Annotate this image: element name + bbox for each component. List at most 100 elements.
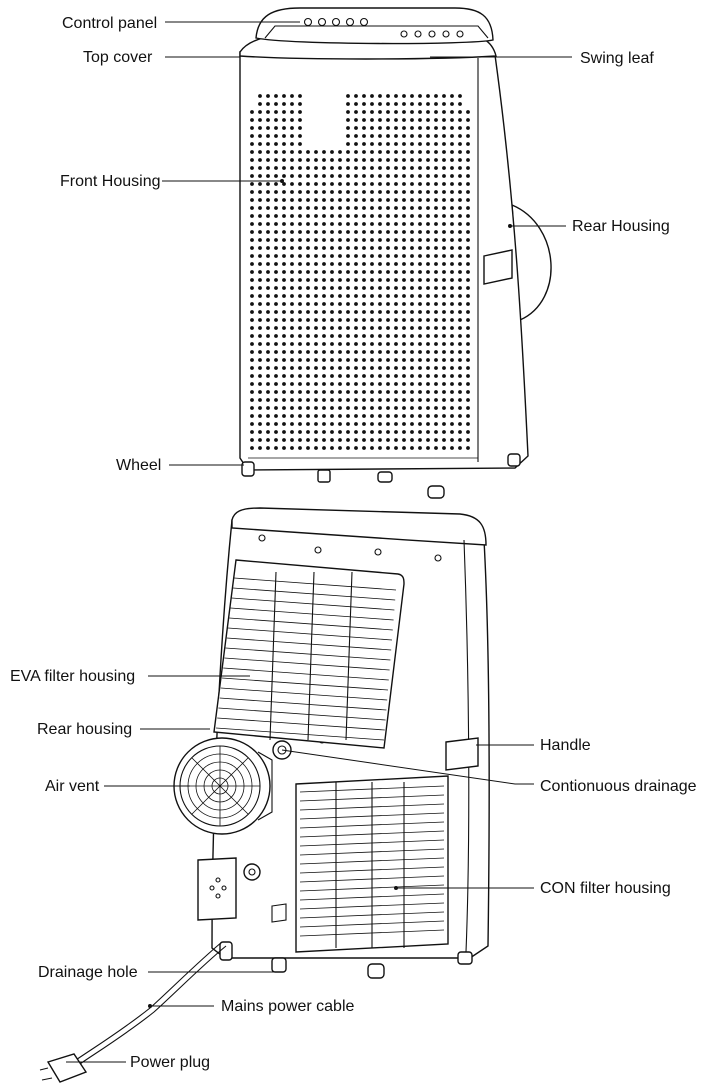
- grille-hole: [306, 190, 310, 194]
- grille-hole: [394, 182, 398, 186]
- rear-handle-slot: [445, 737, 479, 771]
- grille-hole: [338, 222, 342, 226]
- grille-hole: [410, 398, 414, 402]
- grille-hole: [458, 382, 462, 386]
- grille-hole: [354, 246, 358, 250]
- grille-hole: [370, 158, 374, 162]
- grille-hole: [266, 438, 270, 442]
- grille-hole: [338, 238, 342, 242]
- grille-hole: [274, 366, 278, 370]
- grille-hole: [450, 342, 454, 346]
- grille-hole: [410, 206, 414, 210]
- grille-hole: [370, 182, 374, 186]
- grille-hole: [362, 174, 366, 178]
- grille-hole: [458, 238, 462, 242]
- grille-hole: [442, 358, 446, 362]
- grille-hole: [290, 366, 294, 370]
- grille-hole: [442, 230, 446, 234]
- grille-hole: [370, 134, 374, 138]
- grille-hole: [290, 334, 294, 338]
- grille-hole: [450, 398, 454, 402]
- grille-hole: [394, 158, 398, 162]
- grille-hole: [386, 214, 390, 218]
- grille-hole: [330, 174, 334, 178]
- grille-hole: [258, 302, 262, 306]
- grille-hole: [330, 358, 334, 362]
- label-top-cover: Top cover: [83, 49, 153, 66]
- grille-hole: [306, 214, 310, 218]
- grille-hole: [346, 126, 350, 130]
- grille-hole: [290, 342, 294, 346]
- grille-hole: [354, 398, 358, 402]
- grille-hole: [274, 358, 278, 362]
- grille-hole: [346, 238, 350, 242]
- grille-hole: [290, 382, 294, 386]
- grille-hole: [386, 150, 390, 154]
- grille-hole: [330, 214, 334, 218]
- grille-hole: [466, 222, 470, 226]
- grille-hole: [258, 318, 262, 322]
- grille-hole: [426, 374, 430, 378]
- grille-hole: [442, 238, 446, 242]
- eva-filter-slat: [223, 667, 389, 681]
- grille-hole: [362, 254, 366, 258]
- grille-hole: [386, 246, 390, 250]
- grille-hole: [330, 366, 334, 370]
- grille-hole: [394, 406, 398, 410]
- grille-hole: [410, 438, 414, 442]
- grille-hole: [370, 166, 374, 170]
- grille-hole: [250, 390, 254, 394]
- grille-hole: [426, 110, 430, 114]
- grille-hole: [314, 278, 318, 282]
- grille-hole: [442, 190, 446, 194]
- grille-hole: [426, 166, 430, 170]
- grille-hole: [402, 302, 406, 306]
- grille-hole: [346, 262, 350, 266]
- grille-hole: [466, 398, 470, 402]
- grille-hole: [250, 342, 254, 346]
- grille-hole: [346, 278, 350, 282]
- grille-hole: [458, 302, 462, 306]
- grille-hole: [290, 398, 294, 402]
- grille-hole: [258, 214, 262, 218]
- grille-hole: [442, 302, 446, 306]
- grille-hole: [290, 390, 294, 394]
- grille-hole: [290, 174, 294, 178]
- grille-hole: [434, 382, 438, 386]
- grille-hole: [250, 198, 254, 202]
- grille-hole: [354, 374, 358, 378]
- grille-hole: [306, 182, 310, 186]
- grille-hole: [362, 342, 366, 346]
- grille-hole: [266, 214, 270, 218]
- grille-hole: [354, 438, 358, 442]
- grille-hole: [370, 310, 374, 314]
- grille-hole: [378, 94, 382, 98]
- grille-hole: [434, 206, 438, 210]
- grille-hole: [426, 94, 430, 98]
- grille-hole: [394, 382, 398, 386]
- grille-hole: [306, 374, 310, 378]
- grille-hole: [258, 118, 262, 122]
- grille-hole: [314, 262, 318, 266]
- grille-hole: [258, 158, 262, 162]
- grille-hole: [402, 158, 406, 162]
- grille-hole: [458, 358, 462, 362]
- grille-hole: [322, 190, 326, 194]
- grille-hole: [354, 382, 358, 386]
- grille-hole: [282, 158, 286, 162]
- grille-hole: [266, 326, 270, 330]
- grille-hole: [426, 446, 430, 450]
- grille-hole: [298, 182, 302, 186]
- grille-hole: [434, 110, 438, 114]
- grille-hole: [410, 302, 414, 306]
- eva-filter-slat: [218, 707, 386, 721]
- grille-hole: [410, 174, 414, 178]
- grille-hole: [442, 126, 446, 130]
- grille-hole: [250, 134, 254, 138]
- grille-hole: [442, 438, 446, 442]
- grille-hole: [442, 198, 446, 202]
- grille-hole: [330, 166, 334, 170]
- grille-hole: [322, 414, 326, 418]
- grille-hole: [450, 422, 454, 426]
- grille-hole: [410, 350, 414, 354]
